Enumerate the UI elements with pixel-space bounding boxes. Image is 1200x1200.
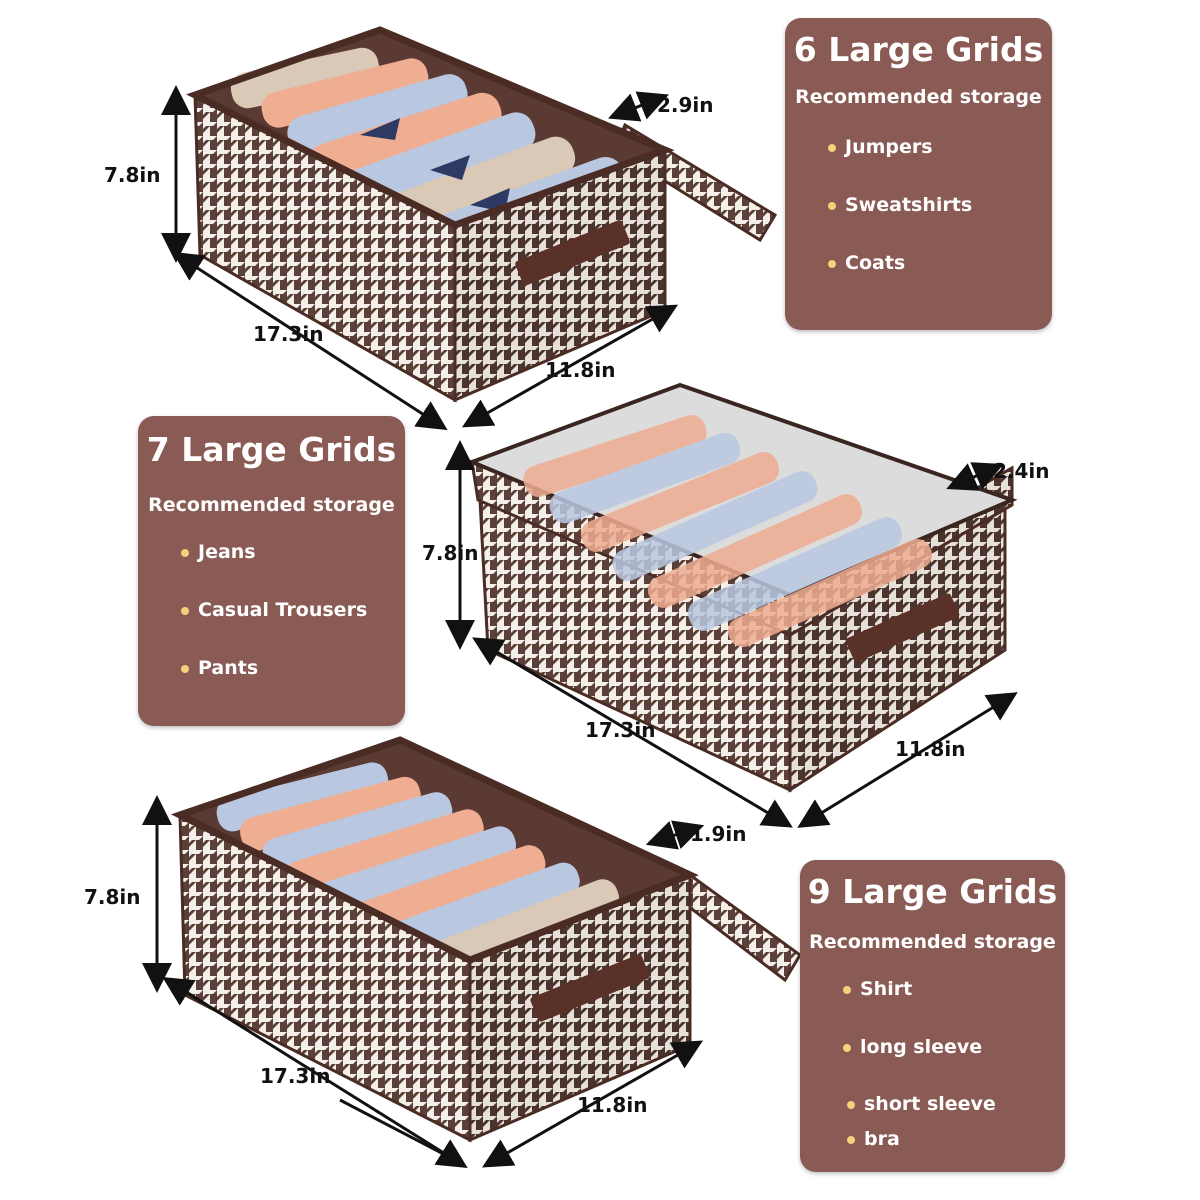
list-item: short sleeve: [847, 1093, 996, 1115]
box2-grid-label: 2.4in: [993, 459, 1050, 483]
list-item: long sleeve: [842, 1036, 983, 1058]
box3-width-label: 11.8in: [577, 1093, 648, 1117]
box3-height-label: 7.8in: [84, 885, 141, 909]
info-card-7-grids: 7 Large Grids Recommended storage Jeans …: [138, 416, 405, 726]
card-subtitle: Recommended storage: [795, 86, 1042, 108]
box1-width-label: 11.8in: [545, 358, 616, 382]
card-title: 6 Large Grids: [793, 30, 1044, 69]
list-item: Pants: [180, 657, 259, 679]
list-item: Sweatshirts: [827, 194, 973, 216]
list-item: Coats: [827, 252, 906, 274]
box1-length-label: 17.3in: [253, 322, 324, 346]
box3-length-label: 17.3in: [260, 1064, 331, 1088]
box2-height-label: 7.8in: [422, 541, 479, 565]
box1-height-label: 7.8in: [104, 163, 161, 187]
folded-clothes: [523, 415, 933, 647]
info-card-6-grids: 6 Large Grids Recommended storage Jumper…: [785, 18, 1052, 330]
box2-width-label: 11.8in: [895, 737, 966, 761]
storage-box-6-grids: [186, 26, 778, 403]
card-subtitle: Recommended storage: [809, 931, 1056, 953]
list-item: Jeans: [181, 541, 256, 563]
card-title: 7 Large Grids: [146, 430, 397, 469]
box2-length-label: 17.3in: [585, 718, 656, 742]
dimension-arrows: [142, 85, 1018, 1168]
list-item: bra: [847, 1128, 900, 1150]
list-item: Jumpers: [828, 136, 933, 158]
info-card-9-grids: 9 Large Grids Recommended storage Shirt …: [800, 860, 1065, 1172]
box1-grid-label: 2.9in: [657, 93, 714, 117]
box3-grid-label: 1.9in: [690, 822, 747, 846]
list-item: Shirt: [842, 978, 913, 1000]
list-item: Casual Trousers: [180, 599, 368, 621]
card-subtitle: Recommended storage: [148, 494, 395, 516]
storage-box-7-grids: [466, 382, 1018, 793]
storage-box-9-grids: [170, 736, 802, 1143]
card-title: 9 Large Grids: [807, 872, 1058, 911]
